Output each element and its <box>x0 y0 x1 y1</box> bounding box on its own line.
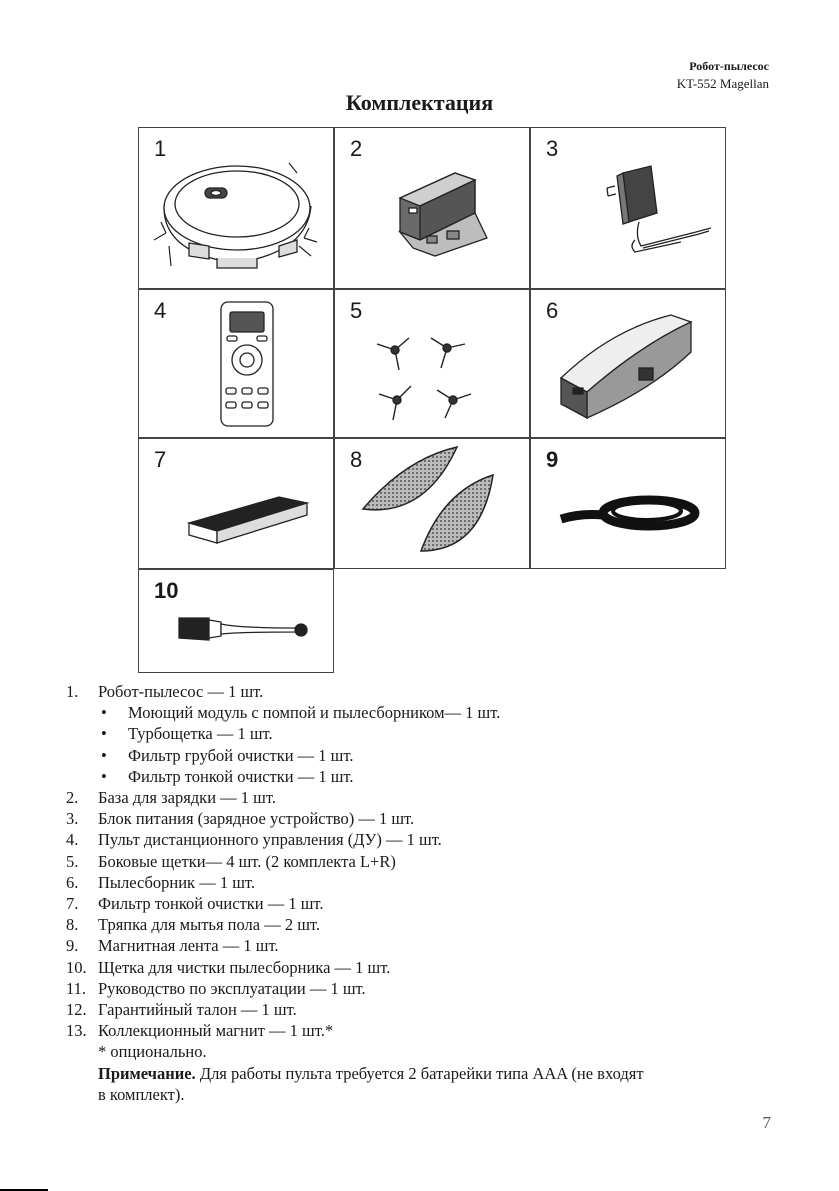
note-text: Для работы пульта требуется 2 батарейки … <box>195 1063 644 1083</box>
figure-cell-remote-control: 4 <box>138 289 334 438</box>
magnetic-tape-icon <box>559 495 700 531</box>
dust-container-icon <box>559 314 693 420</box>
list-subitem-text: Фильтр грубой очистки — 1 шт. <box>128 745 354 765</box>
charging-base-icon <box>397 172 488 257</box>
list-item-text: Пульт дистанционного управления (ДУ) — 1… <box>98 830 442 850</box>
figure-cell-fine-filter: 7 <box>138 438 334 569</box>
list-subitem-text: Турбощетка — 1 шт. <box>128 724 273 744</box>
list-item: 9. Магнитная лента — 1 шт. <box>66 935 644 956</box>
figure-cell-power-adapter: 3 <box>530 127 726 289</box>
running-header: Робот-пылесос KT-552 Magellan <box>677 58 769 92</box>
list-item: 2. База для зарядки — 1 шт. <box>66 787 644 808</box>
list-item-text: Блок питания (зарядное устройство) — 1 ш… <box>98 809 415 829</box>
side-brushes-icon <box>376 337 472 421</box>
figure-cell-magnetic-tape: 9 <box>530 438 726 569</box>
mop-cloths-icon <box>361 445 494 552</box>
figure-number: 3 <box>546 136 559 161</box>
bullet-mark: • <box>101 766 107 786</box>
fine-filter-icon <box>186 496 310 544</box>
list-item-text: Тряпка для мытья пола — 2 шт. <box>98 915 321 935</box>
list-item-number: 5. <box>66 851 79 871</box>
list-item-number: 2. <box>66 788 79 808</box>
list-subitem: • Фильтр грубой очистки — 1 шт. <box>66 745 644 766</box>
header-product-name: Робот-пылесос <box>689 59 769 73</box>
figure-number: 4 <box>154 298 167 323</box>
list-subitem: • Фильтр тонкой очистки — 1 шт. <box>66 766 644 787</box>
list-subitem: • Турбощетка — 1 шт. <box>66 723 644 744</box>
page-number: 7 <box>762 1113 772 1132</box>
bullet-mark: • <box>101 745 107 765</box>
figure-cell-charging-base: 2 <box>334 127 530 289</box>
figure-cell-robot-vacuum: 1 <box>138 127 334 289</box>
list-item: 6. Пылесборник — 1 шт. <box>66 872 644 893</box>
power-adapter-icon <box>606 165 712 253</box>
figure-cell-cleaning-brush: 10 <box>138 569 334 673</box>
list-item: 11. Руководство по эксплуатации — 1 шт. <box>66 978 644 999</box>
list-item-number: 12. <box>66 1000 87 1020</box>
list-item-text: База для зарядки — 1 шт. <box>98 788 276 808</box>
header-model-name: KT-552 Magellan <box>676 76 769 91</box>
corner-rule <box>0 1189 48 1191</box>
list-item: 7. Фильтр тонкой очистки — 1 шт. <box>66 893 644 914</box>
list-item: 4. Пульт дистанционного управления (ДУ) —… <box>66 829 644 850</box>
list-item: 3. Блок питания (зарядное устройство) — 1… <box>66 808 644 829</box>
list-item-number: 1. <box>66 682 79 701</box>
bullet-mark: • <box>101 724 107 744</box>
list-subitem-text: Фильтр тонкой очистки — 1 шт. <box>128 766 354 786</box>
figure-cell-dust-container: 6 <box>530 289 726 438</box>
figure-number: 6 <box>546 298 559 323</box>
note-label: Примечание. <box>98 1063 196 1083</box>
list-item-text: Руководство по эксплуатации — 1 шт. <box>98 978 366 998</box>
figure-number: 8 <box>350 447 363 472</box>
figure-number: 7 <box>154 447 167 472</box>
list-item: 10. Щетка для чистки пылесборника — 1 шт. <box>66 957 644 978</box>
list-item-number: 7. <box>66 894 79 914</box>
optional-footnote: * опционально. <box>98 1042 207 1062</box>
list-item: 8. Тряпка для мытья пола — 2 шт. <box>66 914 644 935</box>
note-line: Примечание. Для работы пульта требуется … <box>66 1063 644 1084</box>
list-subitem-text: Моющий модуль с помпой и пылесборником— … <box>128 703 501 723</box>
list-item-number: 3. <box>66 809 79 829</box>
list-item: 1. Робот-пылесос — 1 шт. <box>66 681 644 702</box>
list-subitem: • Моющий модуль с помпой и пылесборником—… <box>66 702 644 723</box>
bullet-mark: • <box>101 703 107 723</box>
robot-vacuum-icon <box>153 162 318 269</box>
list-item-text: Гарантийный талон — 1 шт. <box>98 1000 297 1020</box>
list-item: 13. Коллекционный магнит — 1 шт.* <box>66 1020 644 1041</box>
list-item-text: Коллекционный магнит — 1 шт.* <box>98 1021 334 1041</box>
figure-number: 1 <box>154 136 167 161</box>
page-title: Комплектация <box>345 90 494 115</box>
list-item-number: 11. <box>66 978 87 998</box>
list-item-number: 10. <box>66 957 87 977</box>
cleaning-brush-icon <box>178 617 308 641</box>
list-item: 5. Боковые щетки— 4 шт. (2 комплекта L+R) <box>66 851 644 872</box>
list-item-number: 9. <box>66 936 79 956</box>
list-item-text: Магнитная лента — 1 шт. <box>98 936 279 956</box>
contents-list: 1. Робот-пылесос — 1 шт. • Моющий модуль с… <box>66 681 644 1105</box>
list-item-text: Щетка для чистки пылесборника — 1 шт. <box>98 957 391 977</box>
list-item-text: Фильтр тонкой очистки — 1 шт. <box>98 894 324 914</box>
figure-cell-side-brushes: 5 <box>334 289 530 438</box>
list-item-text: Пылесборник — 1 шт. <box>98 872 255 892</box>
list-item-number: 13. <box>66 1021 87 1041</box>
figure-number: 2 <box>350 136 363 161</box>
remote-control-icon <box>220 301 274 427</box>
note-line-continued: в комплект). <box>98 1084 185 1104</box>
list-item-text: Боковые щетки— 4 шт. (2 комплекта L+R) <box>98 851 396 871</box>
list-item: 12. Гарантийный талон — 1 шт. <box>66 999 644 1020</box>
figure-number: 9 <box>546 447 559 472</box>
list-item-number: 8. <box>66 915 79 935</box>
list-item-number: 4. <box>66 830 79 850</box>
figure-number: 5 <box>350 298 363 323</box>
list-item-number: 6. <box>66 872 79 892</box>
list-item-text: Робот-пылесос — 1 шт. <box>98 682 264 701</box>
figure-number: 10 <box>154 578 179 603</box>
figure-cell-mop-cloths: 8 <box>334 438 530 569</box>
